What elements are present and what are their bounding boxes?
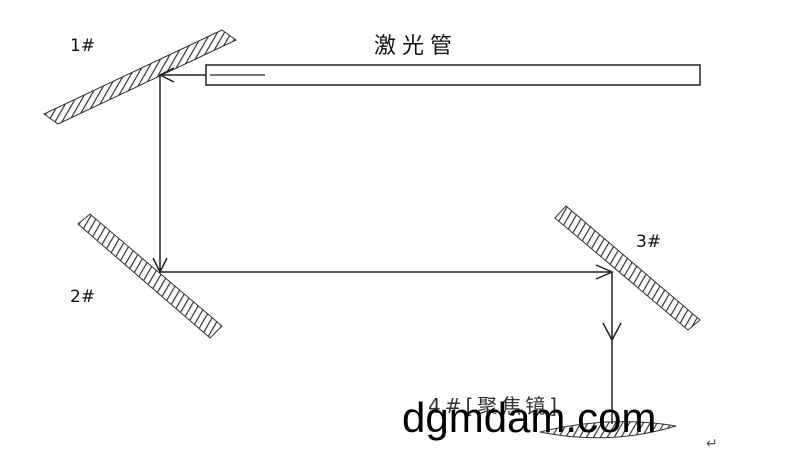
watermark-text: dgmdam.com	[402, 394, 657, 441]
mirror-3	[554, 205, 701, 331]
mirror-2-label: 2#	[70, 287, 96, 307]
focus-lens-label: 4#[聚焦镜]	[428, 394, 562, 418]
focus-lens	[539, 421, 677, 439]
laser-tube	[205, 64, 701, 86]
laser-tube-label: 激光管	[374, 34, 459, 59]
return-mark: ↵	[706, 436, 718, 452]
mirror-3-label: 3#	[636, 232, 662, 252]
mirror-1	[43, 29, 237, 125]
mirror-2	[77, 213, 223, 339]
laser-beam-path	[152, 67, 622, 424]
mirror-1-label: 1#	[70, 36, 96, 56]
